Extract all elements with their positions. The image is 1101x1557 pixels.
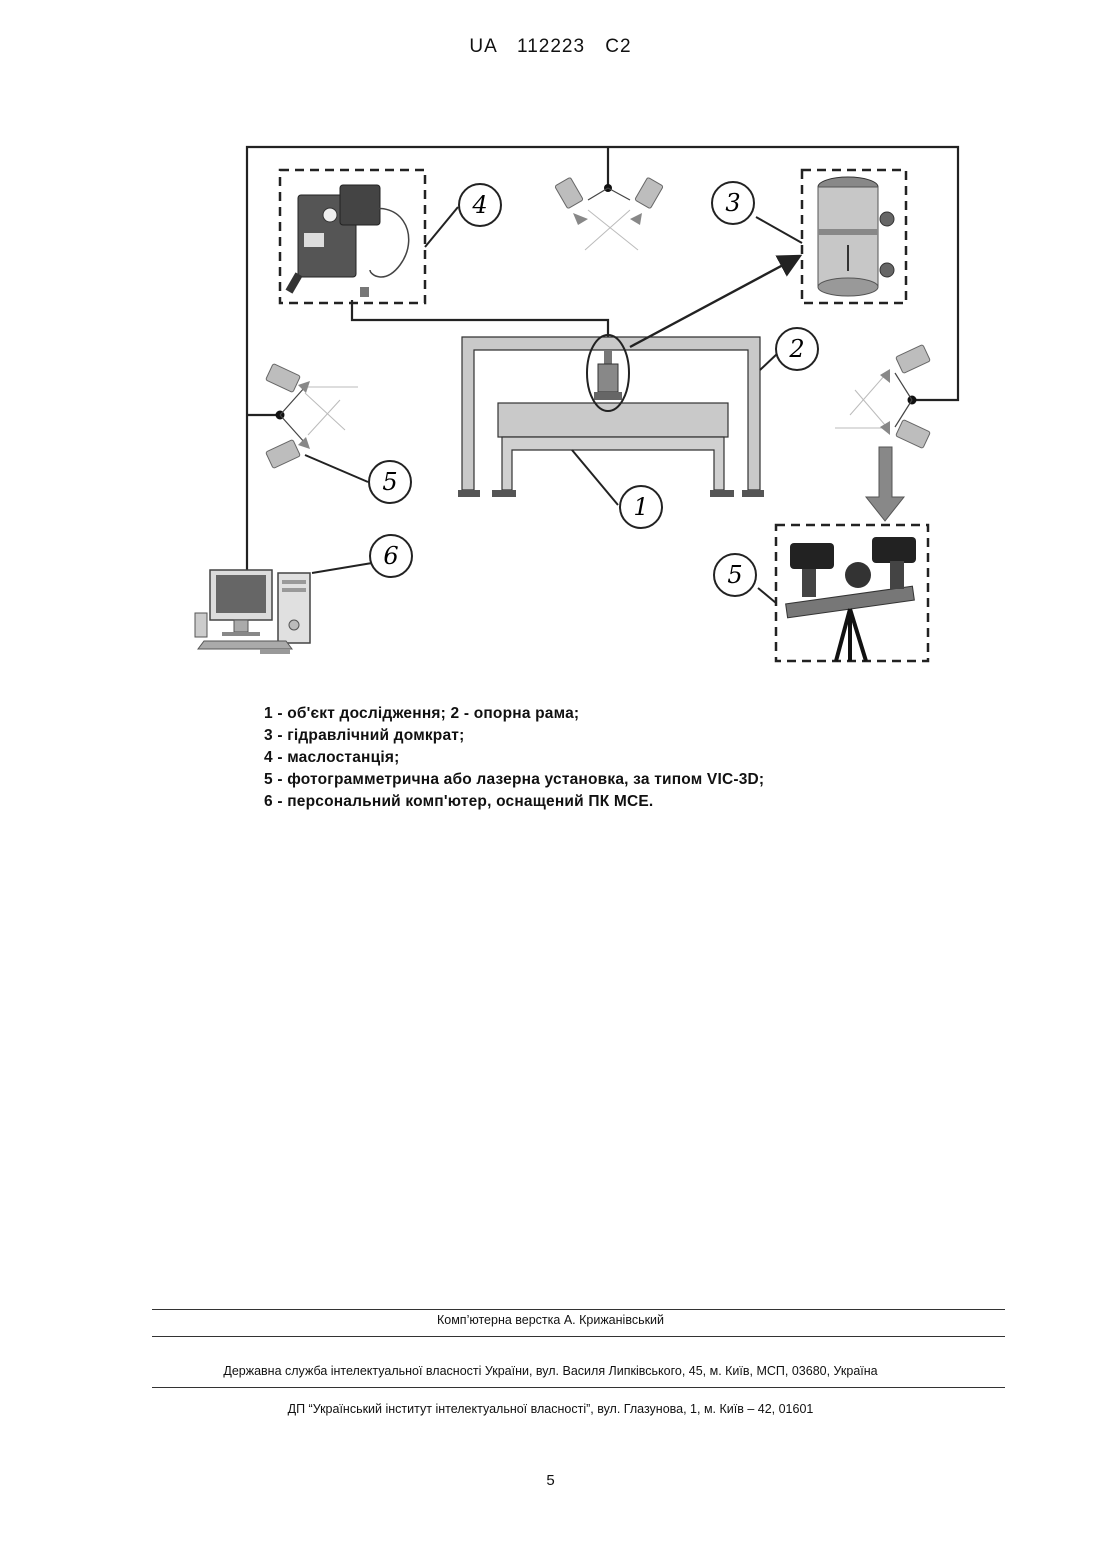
callout-1: 1 [620,486,662,528]
svg-text:5: 5 [727,561,742,589]
institute-address: ДП “Український інститут інтелектуальної… [0,1402,1101,1416]
test-object [492,403,734,497]
footer-rule [152,1336,1005,1337]
svg-text:4: 4 [471,191,487,219]
callout-2: 2 [776,328,818,370]
patent-header: UA 112223 C2 [0,36,1101,58]
svg-text:2: 2 [788,335,804,363]
legend-item: 4 - маслостанція; [264,747,764,769]
camera-pair-top [555,177,664,250]
page-number: 5 [0,1472,1101,1489]
callout-5-right: 5 [714,554,756,596]
svg-text:5: 5 [382,468,397,496]
callout-3: 3 [712,182,754,224]
legend-item: 3 - гідравлічний домкрат; [264,725,764,747]
legend-item: 6 - персональний комп'ютер, оснащений ПК… [264,791,764,813]
footer-rule [152,1309,1005,1310]
callout-4: 4 [459,184,501,226]
callout-5-left: 5 [369,461,411,503]
camera-pair-right [835,345,930,449]
jack-arrow [630,257,798,347]
legend-item: 1 - об'єкт дослідження; 2 - опорна рама; [264,703,764,725]
oil-station [280,170,425,303]
test-setup-figure: 4 3 2 5 1 6 5 [190,125,980,670]
legend-item: 5 - фотограмметрична або лазерна установ… [264,769,764,791]
vic3d-unit [776,525,928,661]
footer-rule [152,1387,1005,1388]
service-address: Державна служба інтелектуальної власност… [0,1364,1101,1378]
callout-6: 6 [370,535,412,577]
layout-credit: Комп’ютерна верстка А. Крижанівський [0,1313,1101,1327]
svg-text:6: 6 [383,542,398,570]
svg-text:1: 1 [633,493,648,521]
figure-legend: 1 - об'єкт дослідження; 2 - опорна рама;… [264,703,764,813]
personal-computer [195,570,310,654]
camera-pair-left [266,364,358,469]
hydraulic-jack [802,170,906,303]
svg-text:3: 3 [725,189,740,217]
down-arrow [866,447,904,521]
